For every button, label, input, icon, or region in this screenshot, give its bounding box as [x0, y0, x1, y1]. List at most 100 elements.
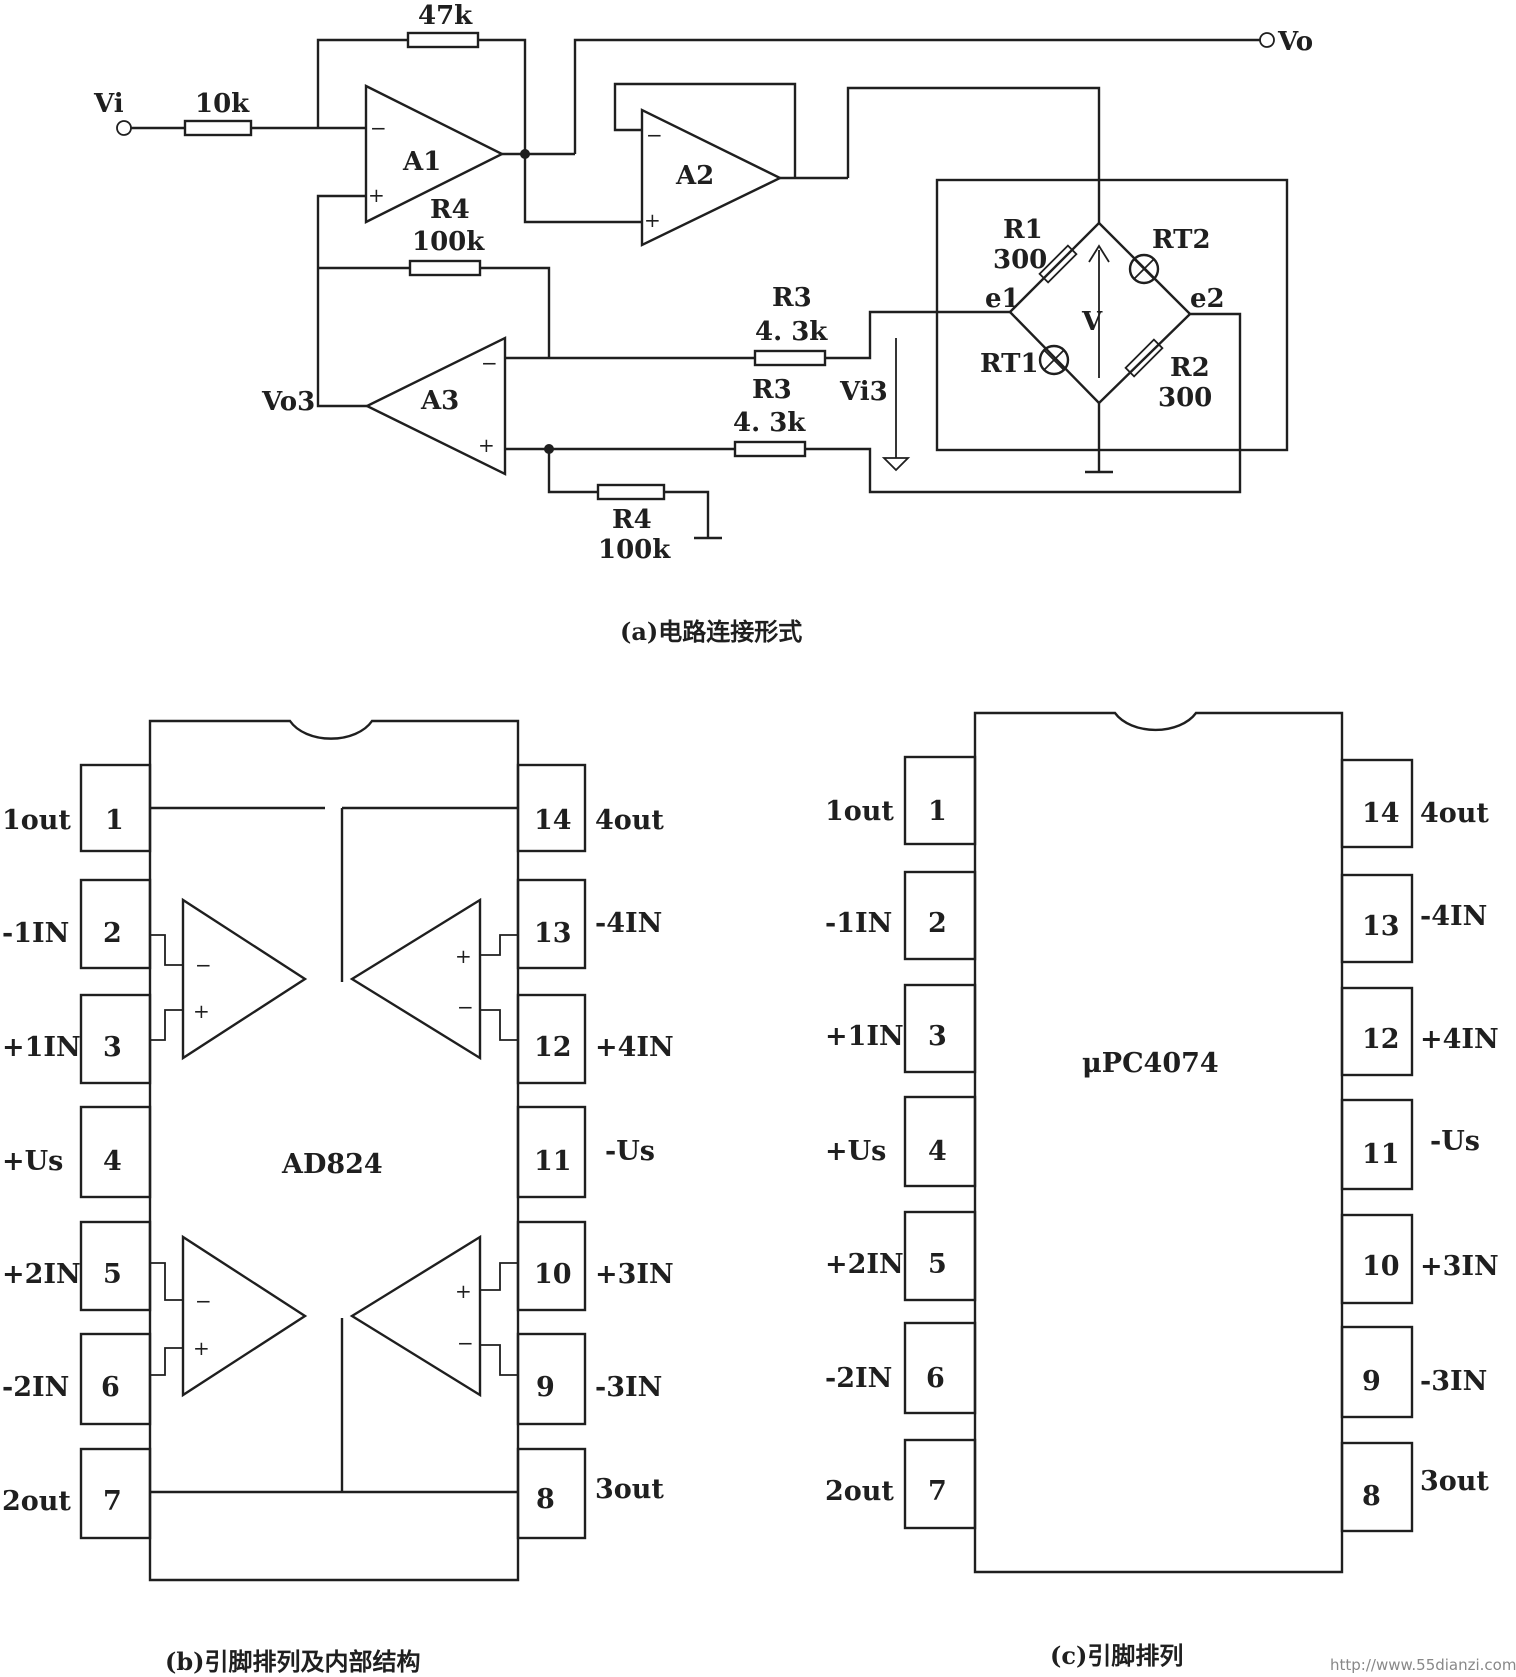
- r3-top-value: 4. 3k: [755, 317, 828, 347]
- pin-number: 9: [1362, 1366, 1381, 1397]
- ad824-right-pin-12: 12 +4IN: [516, 993, 674, 1085]
- pin-number: 3: [103, 1032, 122, 1063]
- pin-label: -2IN: [2, 1372, 69, 1403]
- rt1-label: RT1: [980, 349, 1039, 379]
- opamp-a1-label: A1: [402, 147, 441, 177]
- pin-number: 1: [105, 805, 124, 836]
- bridge-box: [935, 178, 1289, 452]
- upc4074-left-pin-2: 2 -1IN: [825, 870, 977, 961]
- a2-minus-sign: −: [646, 123, 663, 147]
- pin-number: 2: [103, 918, 122, 949]
- pin-number: 7: [928, 1476, 947, 1507]
- r4-bottom-value: 100k: [598, 535, 671, 565]
- ad824-left-pin-6: 6 -2IN: [2, 1332, 152, 1426]
- pin-label: 2out: [2, 1486, 71, 1517]
- node-e1-label: e1: [985, 284, 1020, 314]
- pin-label: -3IN: [595, 1372, 662, 1403]
- upc4074-right-pin-14: 14 4out: [1340, 758, 1489, 849]
- upc4074-right-pin-8: 8 3out: [1340, 1441, 1489, 1533]
- pin-label: +Us: [2, 1146, 63, 1177]
- ad824-amp1-minus: −: [195, 953, 212, 977]
- pin-label: +1IN: [825, 1021, 904, 1052]
- upc4074-body: [973, 711, 1344, 1574]
- r3-bottom-name: R3: [752, 375, 792, 405]
- resistor-47k-label: 47k: [418, 1, 473, 31]
- pin-label: 2out: [825, 1476, 894, 1507]
- vi-label: Vi: [93, 89, 124, 119]
- ad824-chip-name: AD824: [281, 1149, 383, 1180]
- a3-minus-sign: −: [481, 351, 498, 375]
- opamp-a3: [364, 336, 507, 476]
- supply-v-arrow: [1088, 244, 1110, 263]
- ad824-caption: (b)引脚排列及内部结构: [165, 1647, 421, 1676]
- ad824-amp2-plus: +: [193, 1336, 210, 1360]
- pin-number: 11: [1362, 1139, 1400, 1170]
- pin-number: 4: [103, 1146, 122, 1177]
- pin-label: +3IN: [595, 1259, 674, 1290]
- ad824-amp3-minus: −: [457, 1331, 474, 1355]
- upc4074-right-pin-12: 12 +4IN: [1340, 986, 1499, 1077]
- ad824-right-pin-9: 9 -3IN: [516, 1332, 662, 1426]
- vi-terminal: [116, 120, 132, 136]
- pin-label: -Us: [1430, 1126, 1480, 1157]
- upc4074-left-pin-5: 5 +2IN: [825, 1210, 977, 1302]
- a2-plus-sign: +: [644, 208, 661, 232]
- opamp-a2: [640, 108, 783, 247]
- r4-bottom-name: R4: [612, 505, 652, 535]
- resistor-47k: [406, 31, 480, 49]
- r2-value: 300: [1158, 383, 1212, 413]
- pin-label: +2IN: [2, 1259, 81, 1290]
- upc4074-chip-name: μPC4074: [1082, 1048, 1219, 1079]
- opamp-a3-label: A3: [420, 386, 459, 416]
- a1-minus-sign: −: [370, 116, 387, 140]
- r4-top-value: 100k: [412, 227, 485, 257]
- ad824-section: − + + − − + + − AD824 1 1out 2 -1IN: [2, 719, 674, 1676]
- r4-top-name: R4: [430, 195, 470, 225]
- ad824-right-pin-11: 11 -Us: [516, 1105, 655, 1199]
- pin-number: 6: [101, 1372, 120, 1403]
- upc4074-left-pin-1: 1 1out: [825, 755, 977, 846]
- pin-label: 1out: [825, 796, 894, 827]
- pin-number: 10: [1362, 1251, 1400, 1282]
- vo3-label: Vo3: [261, 387, 315, 417]
- resistor-r3-top: [753, 349, 827, 367]
- pin-label: 4out: [1420, 798, 1489, 829]
- pin-label: 1out: [2, 805, 71, 836]
- pin-label: -4IN: [595, 908, 662, 939]
- pin-number: 6: [926, 1363, 945, 1394]
- vi3-label: Vi3: [839, 377, 888, 407]
- pin-label: +4IN: [595, 1032, 674, 1063]
- ad824-amp1: [181, 897, 308, 1061]
- pin-number: 14: [1362, 798, 1400, 829]
- pin-label: 4out: [595, 805, 664, 836]
- ad824-amp2-minus: −: [195, 1289, 212, 1313]
- pin-number: 2: [928, 908, 947, 939]
- ad824-amp2: [181, 1234, 308, 1398]
- upc4074-right-pin-11: 11 -Us: [1340, 1098, 1480, 1191]
- pin-label: +1IN: [2, 1032, 81, 1063]
- upc4074-right-pin-13: 13 -4IN: [1340, 873, 1487, 964]
- pin-label: -3IN: [1420, 1366, 1487, 1397]
- node-e2-label: e2: [1190, 284, 1225, 314]
- rt1-lamp: [1038, 344, 1070, 376]
- opamp-a1: [364, 84, 505, 224]
- upc4074-right-pin-9: 9 -3IN: [1340, 1325, 1487, 1419]
- ad824-amp4-minus: −: [457, 995, 474, 1019]
- upc4074-left-pin-4: 4 +Us: [825, 1095, 977, 1188]
- vo-label: Vo: [1277, 27, 1313, 57]
- ad824-left-pin-4: 4 +Us: [2, 1105, 152, 1199]
- pin-number: 13: [1362, 911, 1400, 942]
- upc4074-left-pin-3: 3 +1IN: [825, 983, 977, 1074]
- resistor-r4-top: [408, 259, 482, 277]
- pin-number: 4: [928, 1136, 947, 1167]
- resistor-r3-bottom: [733, 440, 807, 458]
- circuit-section: A1 A2 A3 − + − + − + Vi 10k 47k Vo: [93, 1, 1313, 646]
- pin-label: +2IN: [825, 1249, 904, 1280]
- pin-number: 12: [1362, 1024, 1400, 1055]
- resistor-r2: [1124, 338, 1164, 378]
- pin-number: 14: [534, 805, 572, 836]
- supply-v-label: V: [1081, 307, 1103, 337]
- vi3-arrow: [881, 457, 911, 472]
- ad824-left-pin-2: 2 -1IN: [2, 878, 152, 970]
